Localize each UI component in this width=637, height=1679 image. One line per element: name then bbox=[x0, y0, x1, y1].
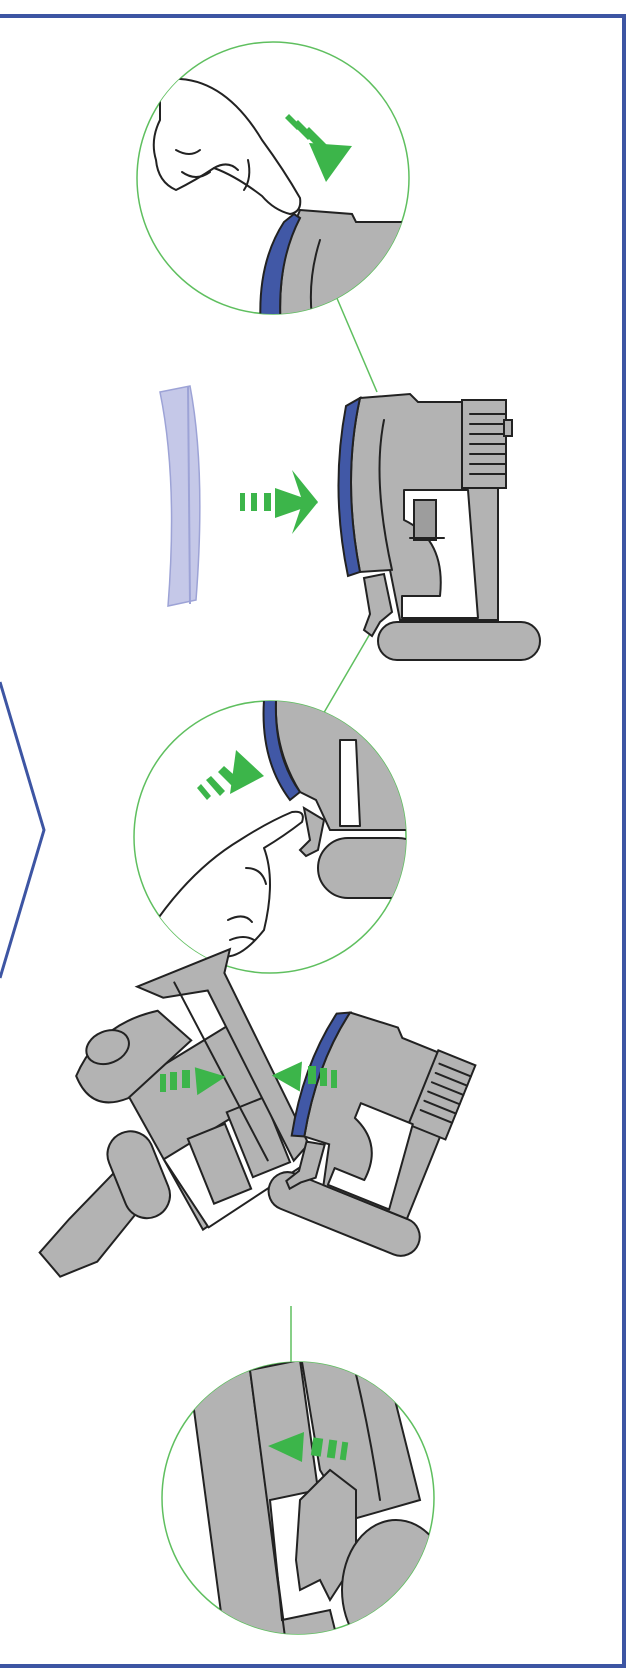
leader-line-top bbox=[335, 295, 378, 393]
panel-frame bbox=[0, 14, 626, 1668]
motor-body-main bbox=[337, 392, 541, 661]
step-chevron bbox=[0, 681, 46, 979]
detail-circle-top bbox=[136, 41, 410, 315]
motor-body-lower bbox=[267, 1011, 477, 1257]
detail-circle-middle bbox=[133, 700, 407, 974]
ghost-filter-seal bbox=[159, 385, 201, 607]
detail-circle-bottom bbox=[161, 1361, 435, 1635]
press-arrow bbox=[285, 114, 352, 182]
pull-arrow bbox=[268, 1432, 349, 1462]
cyclone-pull-arrow bbox=[160, 1067, 226, 1096]
push-arrow bbox=[197, 750, 264, 800]
motor-pull-arrow bbox=[271, 1061, 337, 1092]
cyclone-assembly bbox=[38, 947, 314, 1278]
insert-arrow bbox=[240, 470, 318, 534]
leader-line-bottom bbox=[321, 619, 379, 717]
